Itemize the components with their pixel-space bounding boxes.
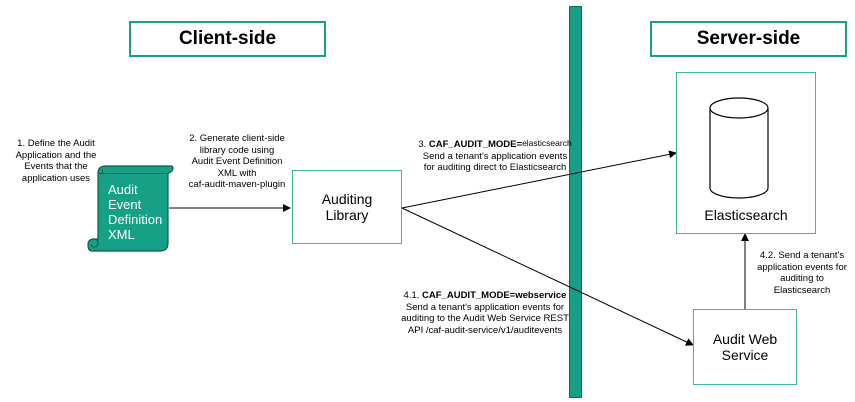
step3-mode: CAF_AUDIT_MODE= [428, 139, 523, 150]
step2-line: XML with [217, 167, 257, 179]
step41-line: auditing to the Audit Web Service REST [401, 313, 569, 324]
step1-note: 1. Define the Audit Application and the … [8, 138, 104, 184]
step1-line: application uses [21, 172, 91, 184]
step41-mode: CAF_AUDIT_MODE=webservice [422, 290, 567, 301]
step42-line: auditing to [780, 273, 824, 284]
step2-line: caf-audit-maven-plugin [188, 179, 286, 190]
step3-mode-value: elasticsearch [522, 138, 572, 148]
audit-web-service-label: Audit Web [712, 331, 778, 347]
step3-prefix: 3. [418, 139, 429, 150]
scroll-label-line: Event [108, 197, 142, 212]
step42-note: 4.2. Send a tenant's application events … [752, 250, 852, 296]
step2-line: library code using [199, 144, 275, 156]
scroll-label-line: Audit [108, 182, 138, 197]
step2-line: Audit Event Definition [191, 156, 283, 167]
scroll-document-icon [87, 165, 174, 252]
step42-line: application events for [757, 261, 847, 273]
scroll-label: Audit Event Definition XML [108, 182, 180, 242]
client-server-divider [569, 6, 582, 398]
step1-line: Application and the [15, 149, 97, 161]
client-side-header: Client-side [129, 21, 326, 57]
audit-web-service-node: Audit Web Service [693, 309, 797, 385]
auditing-library-node: Auditing Library [292, 170, 402, 244]
arrow-library-to-elasticsearch [401, 150, 677, 209]
step41-mode-line: 4.1. CAF_AUDIT_MODE=webservice [388, 290, 582, 302]
elasticsearch-label: Elasticsearch [704, 207, 788, 223]
step3-line: Send a tenant's application events [422, 150, 568, 162]
database-icon [709, 97, 769, 199]
step42-line: 4.2. Send a tenant's [759, 250, 845, 261]
auditing-library-label: Library [325, 207, 369, 223]
step2-note: 2. Generate client-side library code usi… [178, 133, 296, 191]
audit-web-service-label: Service [721, 347, 769, 363]
step3-line: for auditing direct to Elasticsearch [423, 162, 567, 173]
step1-line: Events that the [24, 161, 88, 172]
auditing-library-label: Auditing [321, 191, 373, 207]
scroll-label-line: Definition [108, 212, 163, 227]
step1-line: 1. Define the Audit [17, 138, 95, 149]
step41-line: Send a tenant's application events for [405, 301, 565, 313]
step41-note: 4.1. CAF_AUDIT_MODE=webservice Send a te… [388, 290, 582, 336]
step42-line: Elasticsearch [773, 284, 831, 296]
step3-note: 3. CAF_AUDIT_MODE=elasticsearch Send a t… [400, 138, 590, 174]
arrow-library-to-webservice [401, 207, 694, 346]
server-side-header: Server-side [650, 21, 847, 57]
step2-line: 2. Generate client-side [189, 133, 285, 144]
step41-prefix: 4.1. [403, 290, 423, 301]
step41-line: API /caf-audit-service/v1/auditevents [407, 324, 563, 336]
scroll-label-line: XML [108, 227, 135, 242]
step3-mode-line: 3. CAF_AUDIT_MODE=elasticsearch [400, 138, 590, 151]
